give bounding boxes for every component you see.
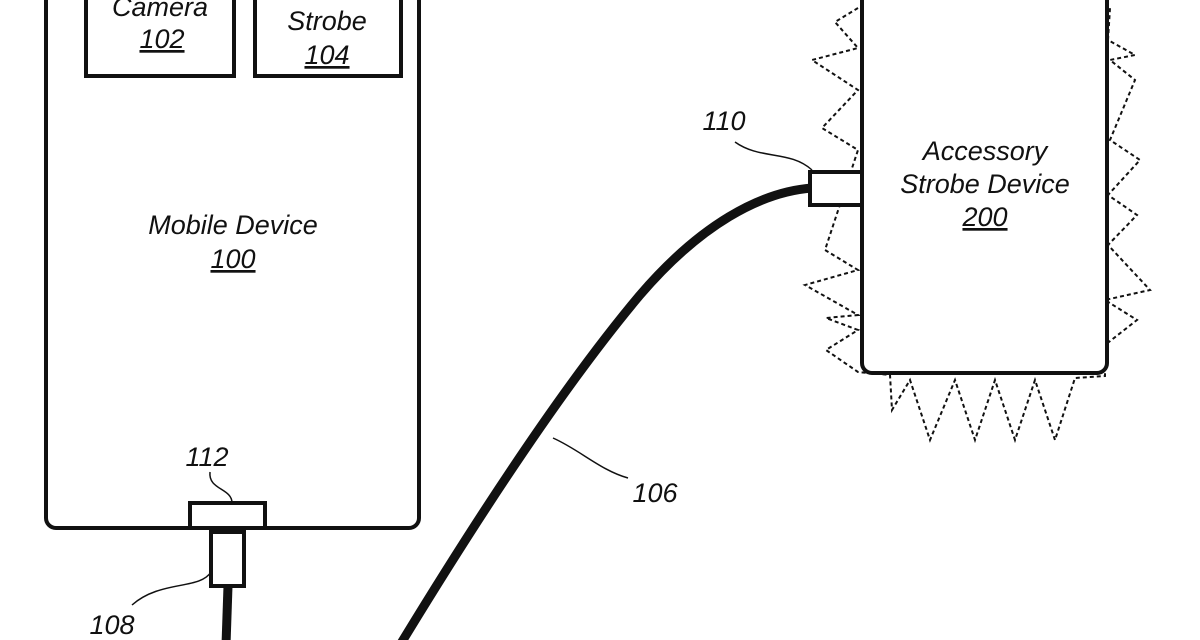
accessory-connector <box>808 170 864 207</box>
callout-110: 110 <box>702 106 745 136</box>
camera-label: Camera <box>112 0 208 22</box>
mobile-device-ref: 100 <box>210 244 255 274</box>
callout-line-112 <box>209 471 233 504</box>
short-cable <box>221 585 233 640</box>
callout-line-106 <box>552 437 629 479</box>
strobe-box <box>253 0 403 78</box>
strobe-label: Strobe <box>287 6 367 36</box>
callout-106: 106 <box>632 478 678 508</box>
device-connector <box>188 501 267 530</box>
callout-line-108 <box>131 571 212 606</box>
flash-rays <box>802 7 1152 444</box>
plug <box>209 530 246 588</box>
accessory-label-1: Accessory <box>921 136 1049 166</box>
mobile-device-label: Mobile Device <box>148 210 318 240</box>
callout-112: 112 <box>185 442 228 472</box>
camera-box <box>84 0 236 78</box>
cable <box>397 183 813 640</box>
callout-line-110 <box>734 141 813 171</box>
callout-108: 108 <box>89 610 134 640</box>
camera-ref: 102 <box>139 24 184 54</box>
accessory-label-2: Strobe Device <box>900 169 1070 199</box>
accessory-ref: 200 <box>961 202 1007 232</box>
strobe-ref: 104 <box>304 40 349 70</box>
